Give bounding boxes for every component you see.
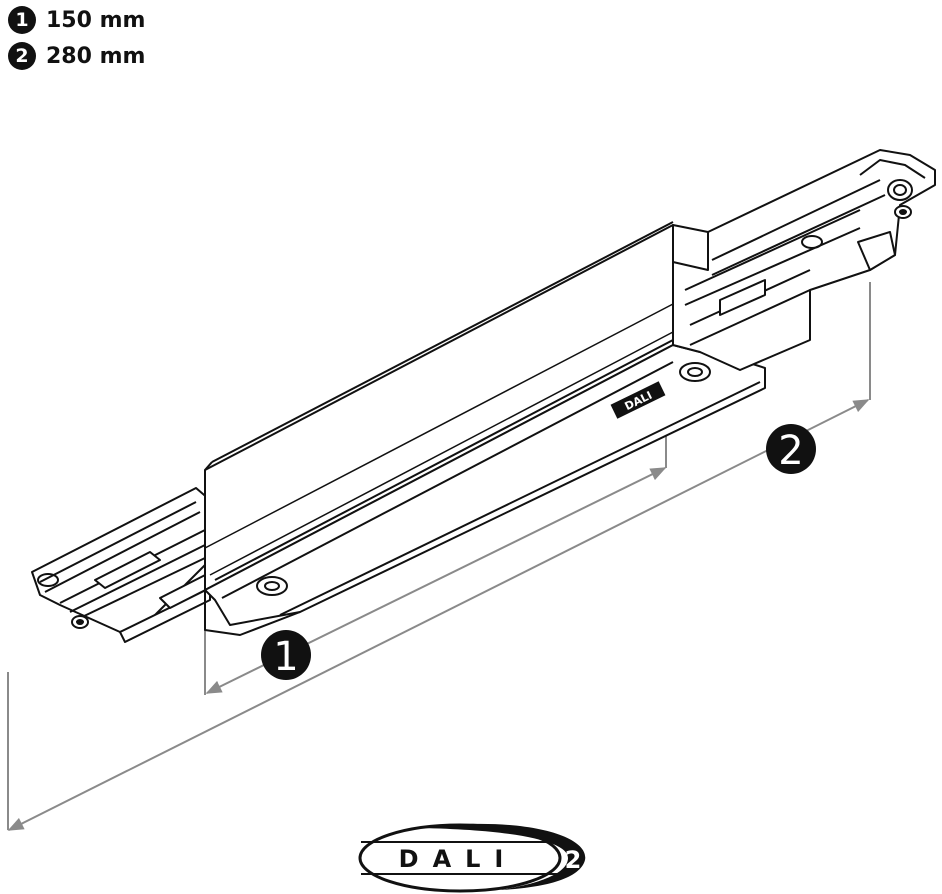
dimension-line-2 [7, 399, 870, 831]
marker-2-badge: 2 [8, 42, 36, 70]
dali-2-logo: DALI 2 [358, 823, 586, 893]
dimension-legend: 1 150 mm 2 280 mm [8, 2, 145, 74]
dimension-2-value: 280 mm [46, 43, 146, 69]
dimension-1-value: 150 mm [46, 7, 146, 33]
dali-logo-text: DALI [399, 845, 518, 873]
callout-badge-1: 1 [261, 630, 311, 680]
callout-badge-2: 2 [766, 424, 816, 474]
callout-2-text: 2 [778, 428, 803, 474]
left-rail-adapter [31, 487, 226, 643]
legend-row-2: 2 280 mm [8, 38, 145, 74]
marker-1-badge: 1 [8, 6, 36, 34]
callout-1-text: 1 [273, 634, 298, 680]
legend-row-1: 1 150 mm [8, 2, 145, 38]
connector-body [204, 221, 766, 636]
right-rail-adapter [672, 149, 936, 371]
dali-logo-version: 2 [565, 846, 582, 874]
